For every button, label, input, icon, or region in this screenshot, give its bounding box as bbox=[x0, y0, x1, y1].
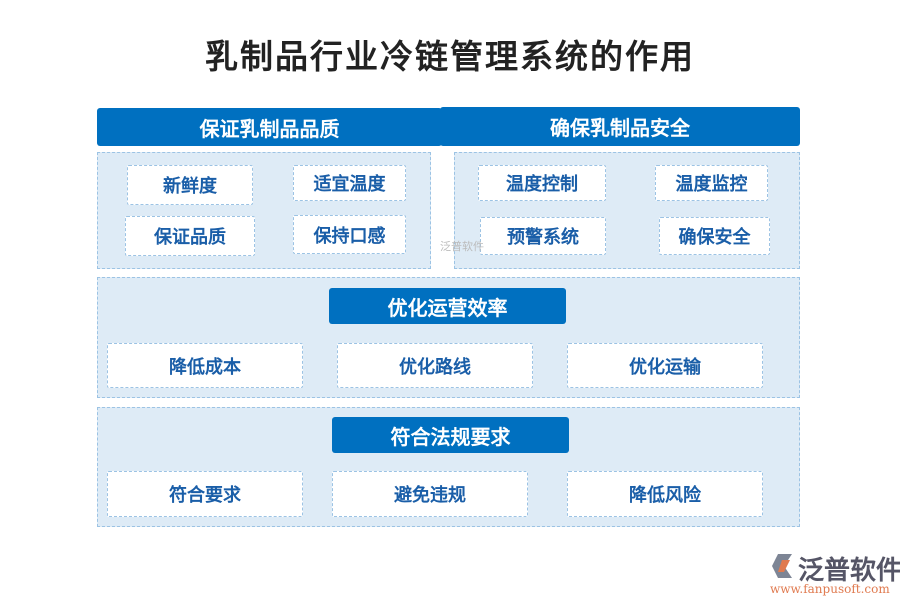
item-temp-control: 温度控制 bbox=[478, 165, 606, 201]
logo-name: 泛普软件 bbox=[798, 556, 900, 586]
item-temp-monitor: 温度监控 bbox=[655, 165, 768, 201]
item-ensure-safety: 确保安全 bbox=[659, 217, 770, 255]
item-reduce-risk: 降低风险 bbox=[567, 471, 763, 517]
watermark: 泛普软件 bbox=[440, 240, 484, 253]
item-optimize-transport: 优化运输 bbox=[567, 343, 763, 388]
logo-url: www.fanpusoft.com bbox=[770, 582, 890, 596]
item-suitable-temp: 适宜温度 bbox=[293, 165, 406, 201]
item-reduce-cost: 降低成本 bbox=[107, 343, 303, 388]
section-header-quality: 保证乳制品品质 bbox=[97, 108, 442, 146]
item-alert-system: 预警系统 bbox=[480, 217, 606, 255]
section-header-safety: 确保乳制品安全 bbox=[440, 107, 800, 146]
item-optimize-route: 优化路线 bbox=[337, 343, 533, 388]
section-header-efficiency: 优化运营效率 bbox=[329, 288, 566, 324]
item-freshness: 新鲜度 bbox=[127, 165, 253, 205]
item-meet-requirements: 符合要求 bbox=[107, 471, 303, 517]
section-header-compliance: 符合法规要求 bbox=[332, 417, 569, 453]
item-ensure-quality: 保证品质 bbox=[125, 216, 255, 256]
item-avoid-violations: 避免违规 bbox=[332, 471, 528, 517]
item-keep-taste: 保持口感 bbox=[293, 215, 406, 254]
logo-icon bbox=[772, 554, 792, 578]
page-title: 乳制品行业冷链管理系统的作用 bbox=[205, 37, 695, 76]
